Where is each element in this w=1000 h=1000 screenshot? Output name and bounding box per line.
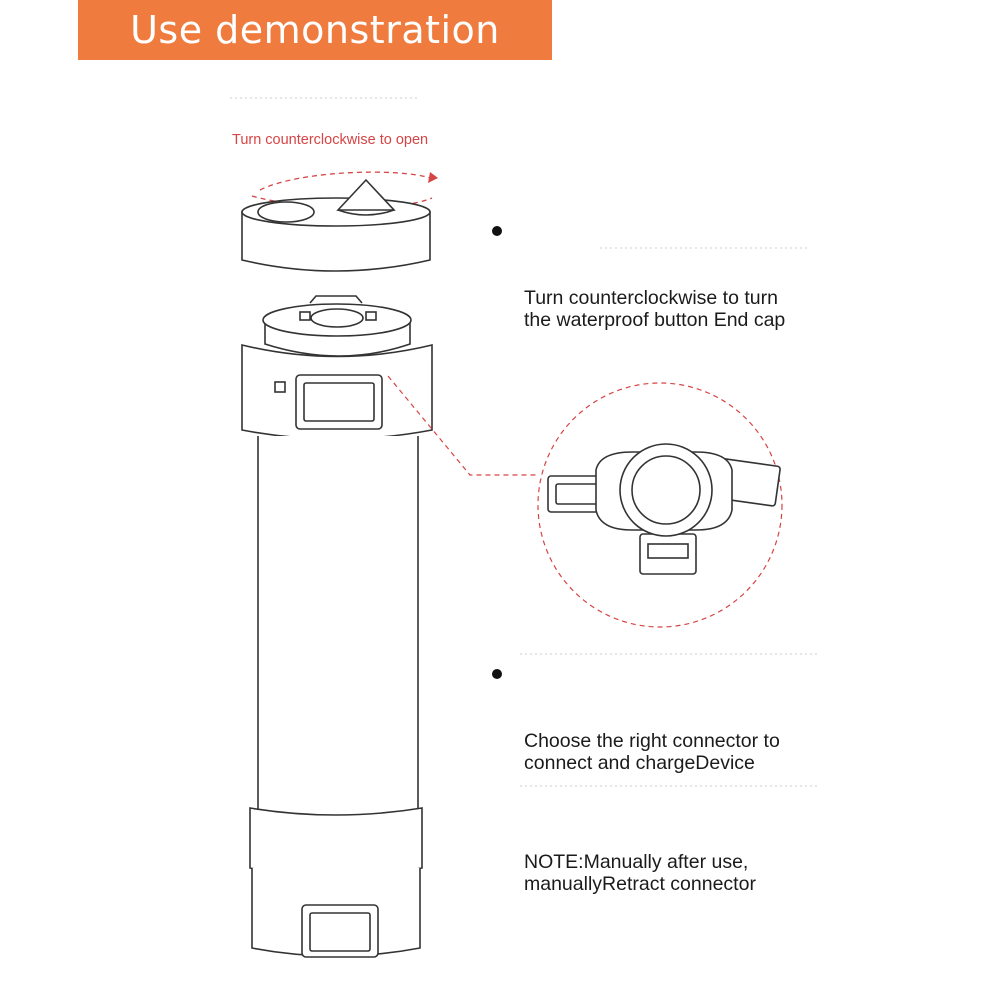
bullet-step2-icon — [492, 669, 502, 679]
bullet-step1-icon — [492, 226, 502, 236]
rotation-arrow-icon — [251, 171, 433, 209]
page-title: Use demonstration — [130, 8, 500, 52]
charging-connector-hub-icon — [547, 443, 781, 575]
usage-note-line2: manuallyRetract connector — [524, 873, 756, 895]
usage-note: NOTE:Manually after use, manuallyRetract… — [524, 851, 756, 895]
button-icon — [274, 381, 286, 393]
usage-note-line1: NOTE:Manually after use, — [524, 851, 749, 873]
instruction-step2-line2: connect and chargeDevice — [524, 752, 755, 774]
instruction-step1-line1: Turn counterclockwise to turn — [524, 287, 778, 309]
instruction-step2: Choose the right connector to connect an… — [524, 730, 780, 774]
instruction-step1: Turn counterclockwise to turn the waterp… — [524, 287, 785, 331]
title-banner: Use demonstration — [78, 0, 552, 60]
power-bank-body — [257, 436, 419, 817]
cap-hint-label: Turn counterclockwise to open — [232, 132, 429, 148]
upper-display-ring — [241, 343, 433, 440]
instruction-step1-line2: the waterproof button End cap — [524, 309, 786, 331]
led-display-icon — [295, 374, 383, 430]
bottom-display-icon — [301, 904, 379, 958]
instruction-step2-line1: Choose the right connector to — [524, 730, 780, 752]
lower-band — [249, 807, 423, 958]
connector-housing-icon — [262, 295, 412, 357]
rotation-arrowhead-icon — [428, 172, 438, 183]
end-cap-icon — [241, 178, 431, 272]
zoom-circle-icon — [537, 382, 783, 628]
